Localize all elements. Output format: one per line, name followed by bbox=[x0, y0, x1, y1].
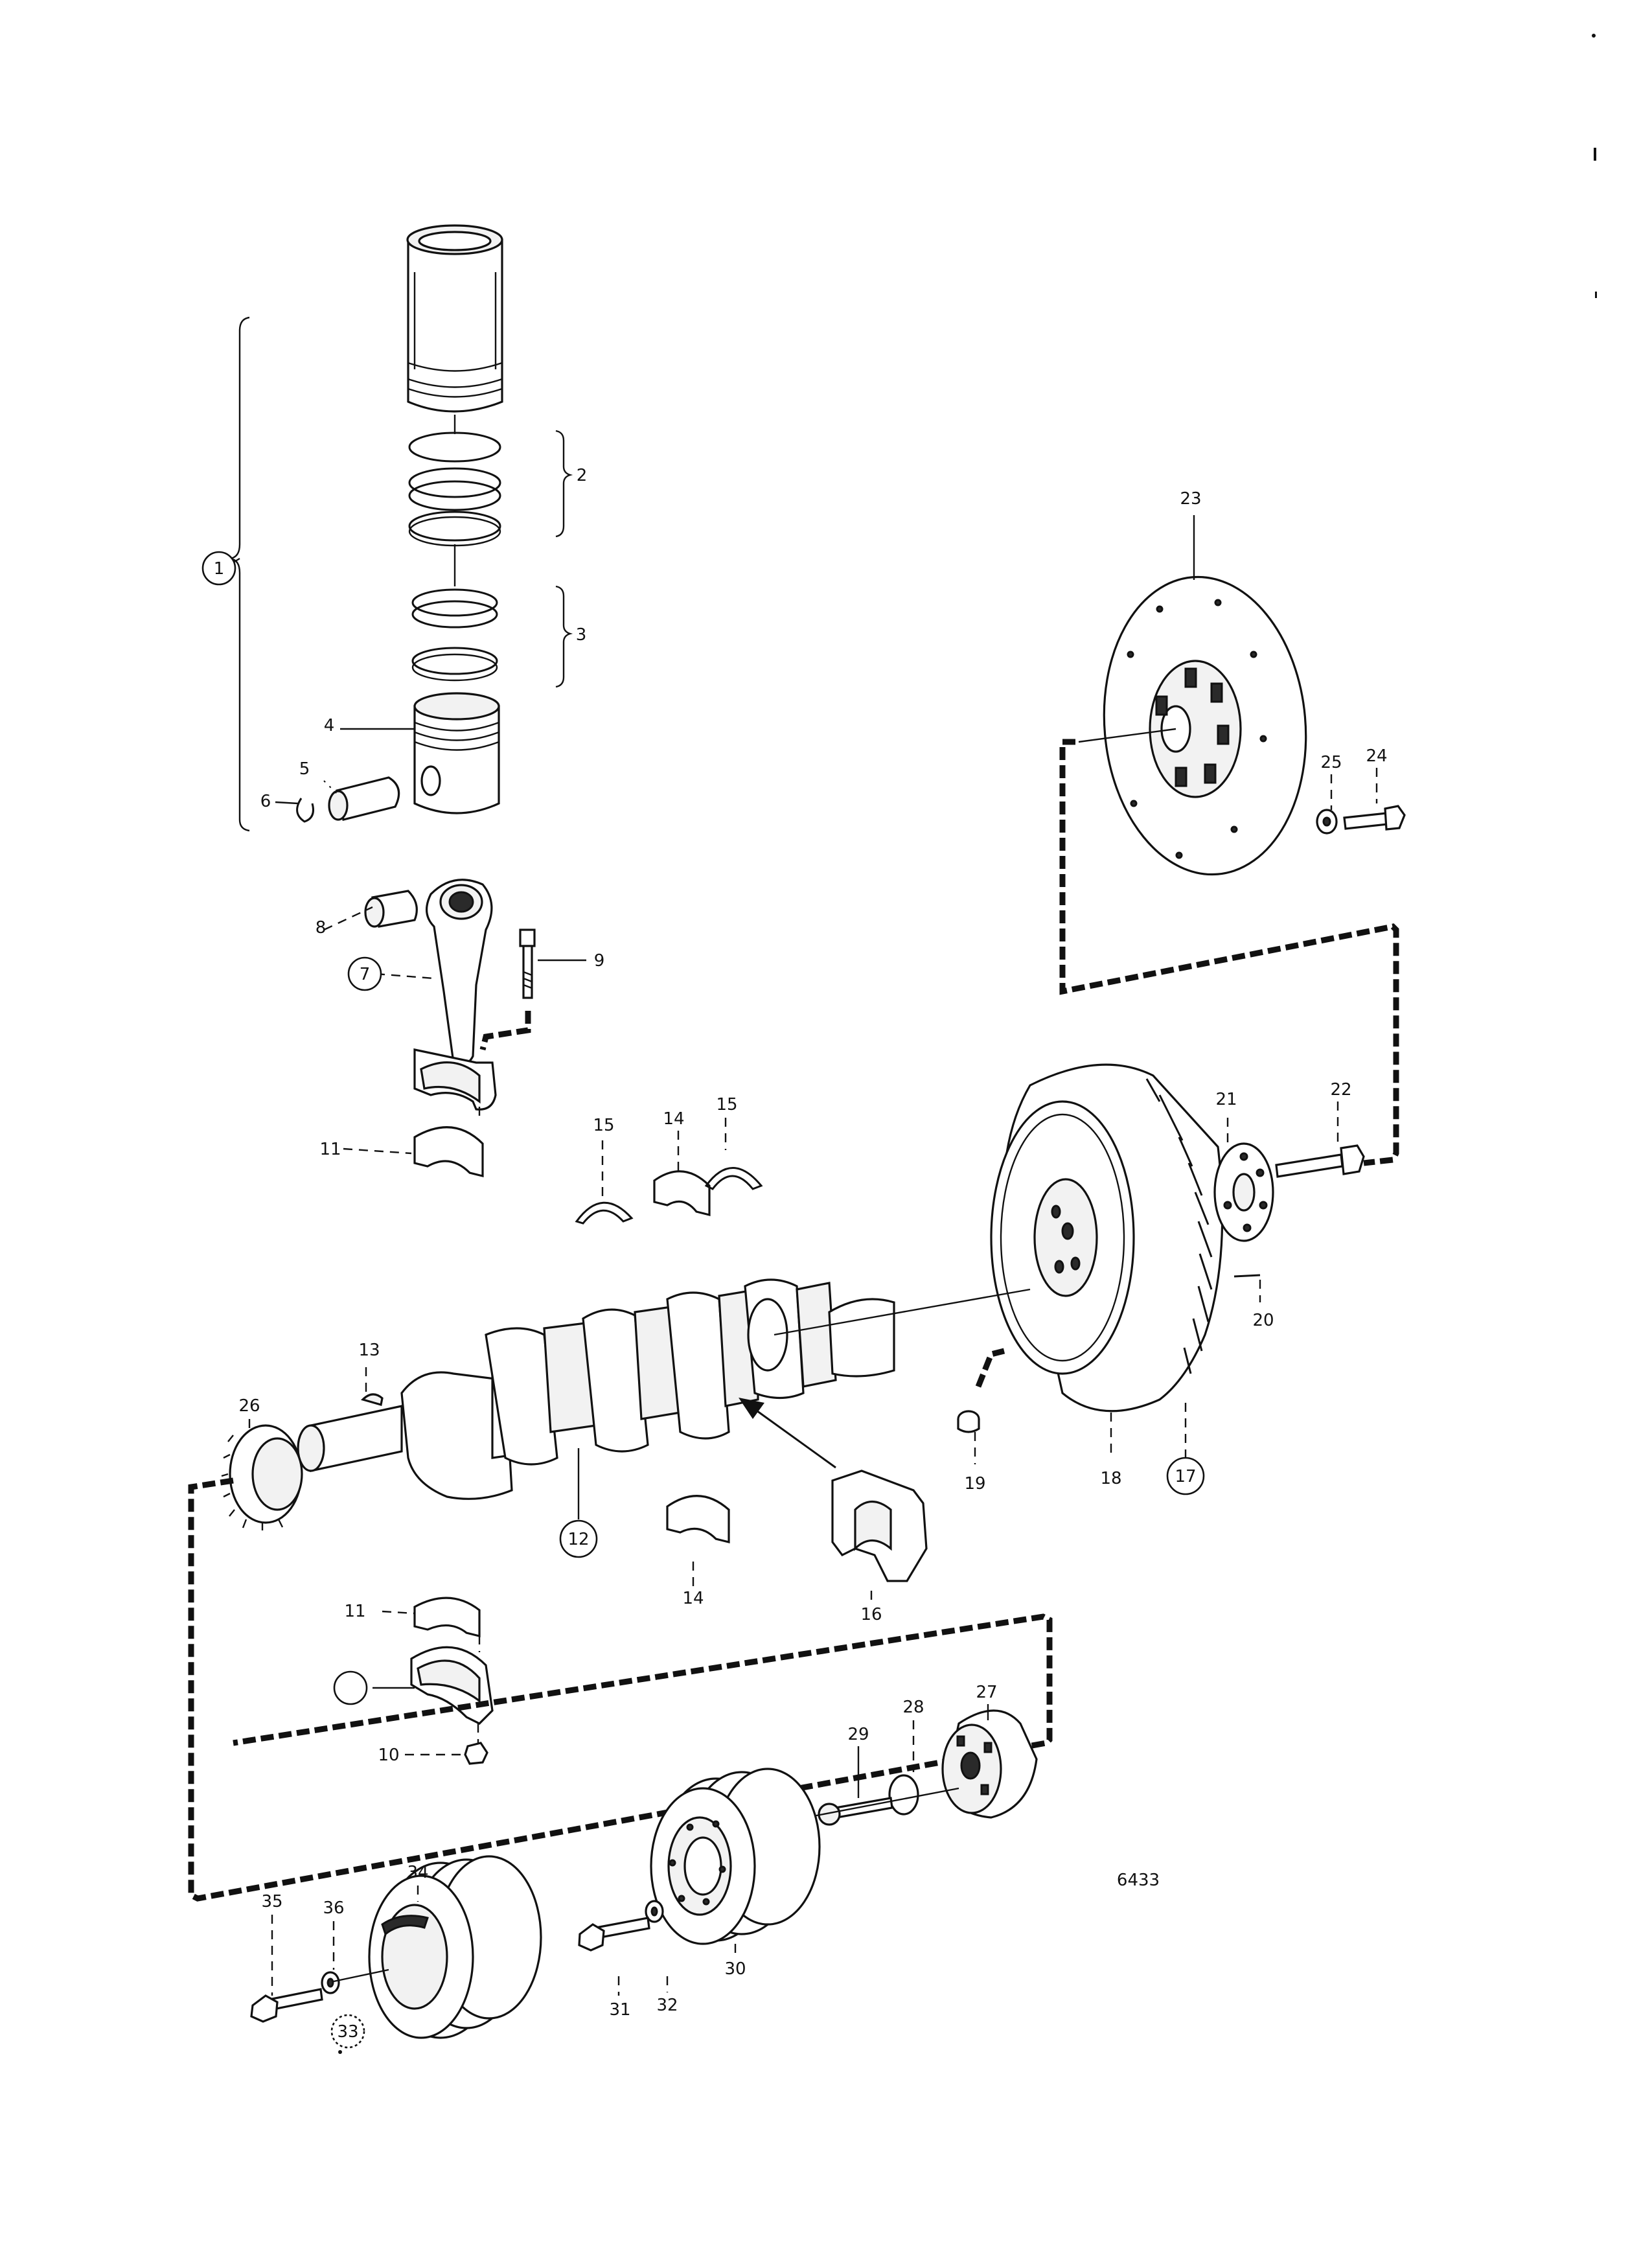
piston-ring-set-3 bbox=[411, 588, 498, 682]
woodruff-key bbox=[360, 1393, 384, 1407]
thrust-washer-right bbox=[704, 1167, 763, 1190]
piston-pin bbox=[328, 776, 400, 821]
main-bearing-cap bbox=[831, 1470, 928, 1582]
callout-34: 34 bbox=[407, 1863, 428, 1882]
callout-5: 5 bbox=[299, 759, 310, 779]
circlip bbox=[296, 798, 314, 823]
rod-nut bbox=[464, 1724, 488, 1765]
dowel-guide-line bbox=[975, 1348, 1005, 1388]
callout-circle-33 bbox=[330, 2014, 365, 2049]
flywheel bbox=[990, 1063, 1224, 1413]
flex-plate-bolt bbox=[1343, 805, 1406, 831]
callout-circle-12 bbox=[559, 1519, 598, 1558]
callout-6: 6 bbox=[260, 792, 271, 811]
callout-36: 36 bbox=[323, 1898, 344, 1918]
callout-31: 31 bbox=[609, 2000, 630, 2020]
callout-12: 12 bbox=[568, 1530, 589, 1549]
callout-11-top: 11 bbox=[319, 1140, 341, 1159]
callout-15-left: 15 bbox=[593, 1116, 614, 1135]
front-pulley-bolt bbox=[250, 1988, 323, 2023]
callout-28: 28 bbox=[902, 1698, 924, 1717]
conrod-bolt bbox=[519, 928, 536, 999]
callout-14-bottom: 14 bbox=[682, 1589, 704, 1608]
callout-19: 19 bbox=[964, 1474, 985, 1494]
callout-16: 16 bbox=[860, 1605, 882, 1624]
pulley-washer bbox=[645, 1900, 664, 1923]
pin bbox=[1233, 1274, 1261, 1278]
pulley-bolt bbox=[578, 1917, 650, 1952]
callout-4: 4 bbox=[324, 716, 335, 735]
callout-21: 21 bbox=[1215, 1090, 1237, 1109]
flex-plate-washer bbox=[1316, 809, 1338, 835]
connecting-rod bbox=[413, 879, 497, 1111]
main-bearing-shell-upper bbox=[653, 1170, 711, 1217]
small-end-bushing bbox=[364, 890, 418, 928]
callout-15-right: 15 bbox=[716, 1095, 737, 1114]
front-pulley-washer bbox=[321, 1971, 340, 1994]
callout-13: 13 bbox=[358, 1341, 380, 1360]
flex-plate bbox=[1103, 575, 1307, 876]
axis-line-flywheel bbox=[774, 1288, 1031, 1336]
callout-18: 18 bbox=[1100, 1469, 1121, 1488]
callout-14-top: 14 bbox=[663, 1109, 684, 1129]
callout-circle-17 bbox=[1166, 1457, 1205, 1495]
piston-ring-set-2 bbox=[408, 432, 501, 547]
callout-30: 30 bbox=[724, 1959, 746, 1979]
connecting-rod-cap bbox=[410, 1646, 494, 1725]
callout-9: 9 bbox=[594, 951, 605, 971]
callout-7-top: 7 bbox=[360, 965, 371, 984]
callout-27: 27 bbox=[976, 1683, 997, 1702]
callout-1: 1 bbox=[214, 559, 225, 579]
adapter-bolt bbox=[1275, 1144, 1365, 1178]
rod-bearing-shell-lower bbox=[413, 1597, 481, 1638]
callout-25: 25 bbox=[1320, 753, 1342, 772]
callout-circle-1 bbox=[201, 551, 236, 586]
arrow-head bbox=[739, 1398, 764, 1419]
front-pulley bbox=[368, 1855, 542, 2039]
leader-lines bbox=[223, 515, 1378, 1996]
thrust-washer-left bbox=[575, 1201, 634, 1225]
callout-22: 22 bbox=[1330, 1080, 1351, 1100]
front-hub bbox=[941, 1709, 1038, 1819]
callout-35: 35 bbox=[261, 1892, 282, 1911]
arrow-to-cap bbox=[754, 1408, 836, 1469]
bracket-2 bbox=[555, 430, 573, 538]
scan-marks bbox=[338, 34, 1597, 2054]
crankshaft-pulley bbox=[650, 1768, 821, 1945]
crankshaft-gear bbox=[221, 1424, 303, 1530]
callout-3: 3 bbox=[576, 625, 587, 645]
hub-washer bbox=[888, 1774, 919, 1816]
callout-2: 2 bbox=[577, 466, 588, 485]
dowel-pin bbox=[957, 1410, 980, 1433]
callout-circle-7-bottom bbox=[333, 1670, 368, 1705]
callout-20: 20 bbox=[1252, 1311, 1274, 1330]
piston bbox=[413, 692, 500, 814]
callout-8: 8 bbox=[315, 918, 327, 938]
callout-circle-7-top bbox=[347, 956, 382, 991]
bolt-guide-line bbox=[479, 1011, 531, 1051]
callout-29: 29 bbox=[847, 1725, 869, 1744]
callout-17: 17 bbox=[1175, 1467, 1196, 1486]
callout-32: 32 bbox=[656, 1996, 678, 2015]
callout-24: 24 bbox=[1366, 746, 1387, 766]
cylinder-liner bbox=[406, 224, 503, 413]
main-bearing-shell-lower bbox=[666, 1495, 730, 1544]
callout-26: 26 bbox=[238, 1396, 260, 1416]
crankshaft bbox=[297, 1278, 895, 1500]
assembly-guide-line-flexplate bbox=[1059, 739, 1399, 1166]
adapter-plate bbox=[1213, 1142, 1274, 1242]
hub-bolt bbox=[818, 1797, 893, 1826]
front-pulley-axis bbox=[333, 1968, 389, 1983]
callout-10: 10 bbox=[378, 1746, 399, 1765]
callout-11-bottom: 11 bbox=[344, 1602, 365, 1621]
bracket-3 bbox=[555, 585, 573, 688]
rod-bearing-shell-upper bbox=[413, 1126, 484, 1178]
callout-33: 33 bbox=[337, 2022, 358, 2042]
drawing-number: 6433 bbox=[1117, 1871, 1160, 1890]
flexplate-axis bbox=[1078, 728, 1176, 743]
callout-23: 23 bbox=[1180, 489, 1201, 509]
